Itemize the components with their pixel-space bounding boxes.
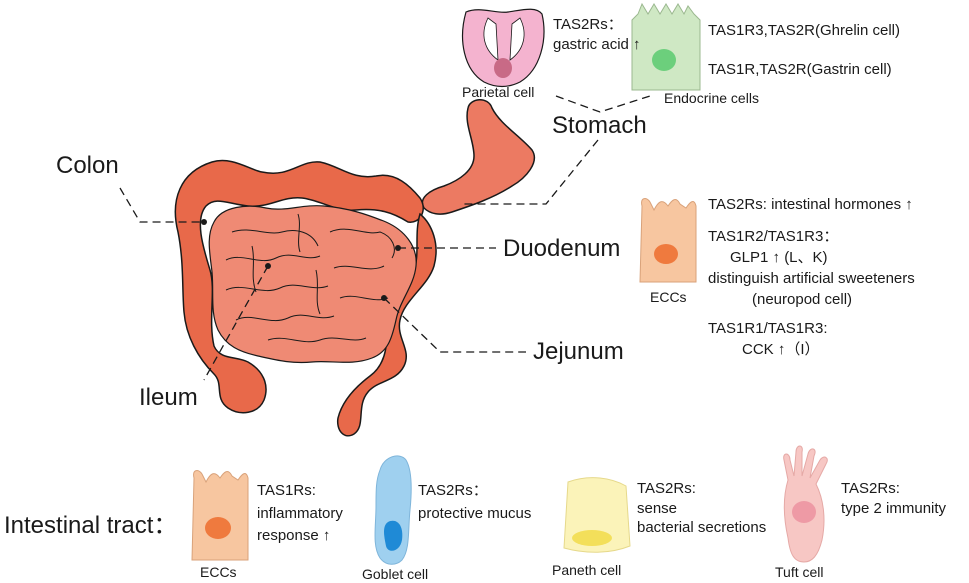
tract-ecc-note-1: TAS1Rs: xyxy=(257,482,316,499)
parietal-cell-label: Parietal cell xyxy=(462,84,535,100)
tract-ecc-note-2: inflammatory xyxy=(257,505,343,522)
colon-label: Colon xyxy=(56,152,119,179)
intestine-coils xyxy=(225,213,395,343)
tuft-note-2: type 2 immunity xyxy=(841,500,947,517)
paneth-note-1: TAS2Rs: xyxy=(637,480,696,497)
small-intestine-shape xyxy=(208,205,417,364)
duodenum-ecc-cell-icon xyxy=(639,198,697,283)
stomach-label: Stomach xyxy=(552,112,647,139)
goblet-cell-icon xyxy=(374,455,412,565)
endocrine-cells-label: Endocrine cells xyxy=(664,90,759,106)
ileum-label: Ileum xyxy=(139,384,198,411)
duodenum-note-3: GLP1 ↑ (L、K) xyxy=(730,249,828,266)
goblet-note-1: TAS2Rs： xyxy=(418,482,488,499)
duodenum-note-7: CCK ↑（I） xyxy=(742,341,820,358)
paneth-note-2: sense xyxy=(637,500,678,517)
jejunum-label: Jejunum xyxy=(533,338,624,365)
duodenum-ecc-label: ECCs xyxy=(650,289,687,305)
tract-ecc-label: ECCs xyxy=(200,564,237,580)
tuft-note-1: TAS2Rs: xyxy=(841,480,900,497)
goblet-note-2: protective mucus xyxy=(418,505,532,522)
paneth-note-3: bacterial secretions xyxy=(637,519,767,536)
duodenum-note-2: TAS1R2/TAS1R3： xyxy=(708,228,839,245)
intestinal-tract-label: Intestinal tract： xyxy=(4,512,178,539)
parietal-receptor-text: TAS2Rs： xyxy=(553,16,623,33)
duodenum-note-4: distinguish artificial sweeteners xyxy=(708,270,915,287)
paneth-cell-icon xyxy=(563,477,631,553)
endocrine-cell-icon xyxy=(631,2,701,91)
tract-ecc-note-3: response ↑ xyxy=(257,527,331,544)
goblet-cell-label: Goblet cell xyxy=(362,566,429,582)
tuft-cell-label: Tuft cell xyxy=(775,564,824,580)
parietal-cell-icon xyxy=(461,8,545,88)
parietal-effect-text: gastric acid ↑ xyxy=(553,36,641,53)
leader-lines xyxy=(119,95,651,381)
duodenum-note-6: TAS1R1/TAS1R3: xyxy=(708,320,828,337)
tract-ecc-cell-icon xyxy=(191,470,249,561)
tuft-cell-icon xyxy=(783,445,828,563)
paneth-cell-label: Paneth cell xyxy=(552,562,622,578)
duodenum-note-5: (neuropod cell) xyxy=(752,291,853,308)
ghrelin-cell-text: TAS1R3,TAS2R(Ghrelin cell) xyxy=(708,22,900,39)
duodenum-label: Duodenum xyxy=(503,235,621,262)
gastrin-cell-text: TAS1R,TAS2R(Gastrin cell) xyxy=(708,61,892,78)
stomach-shape xyxy=(421,99,535,215)
duodenum-note-1: TAS2Rs: intestinal hormones ↑ xyxy=(708,196,913,213)
